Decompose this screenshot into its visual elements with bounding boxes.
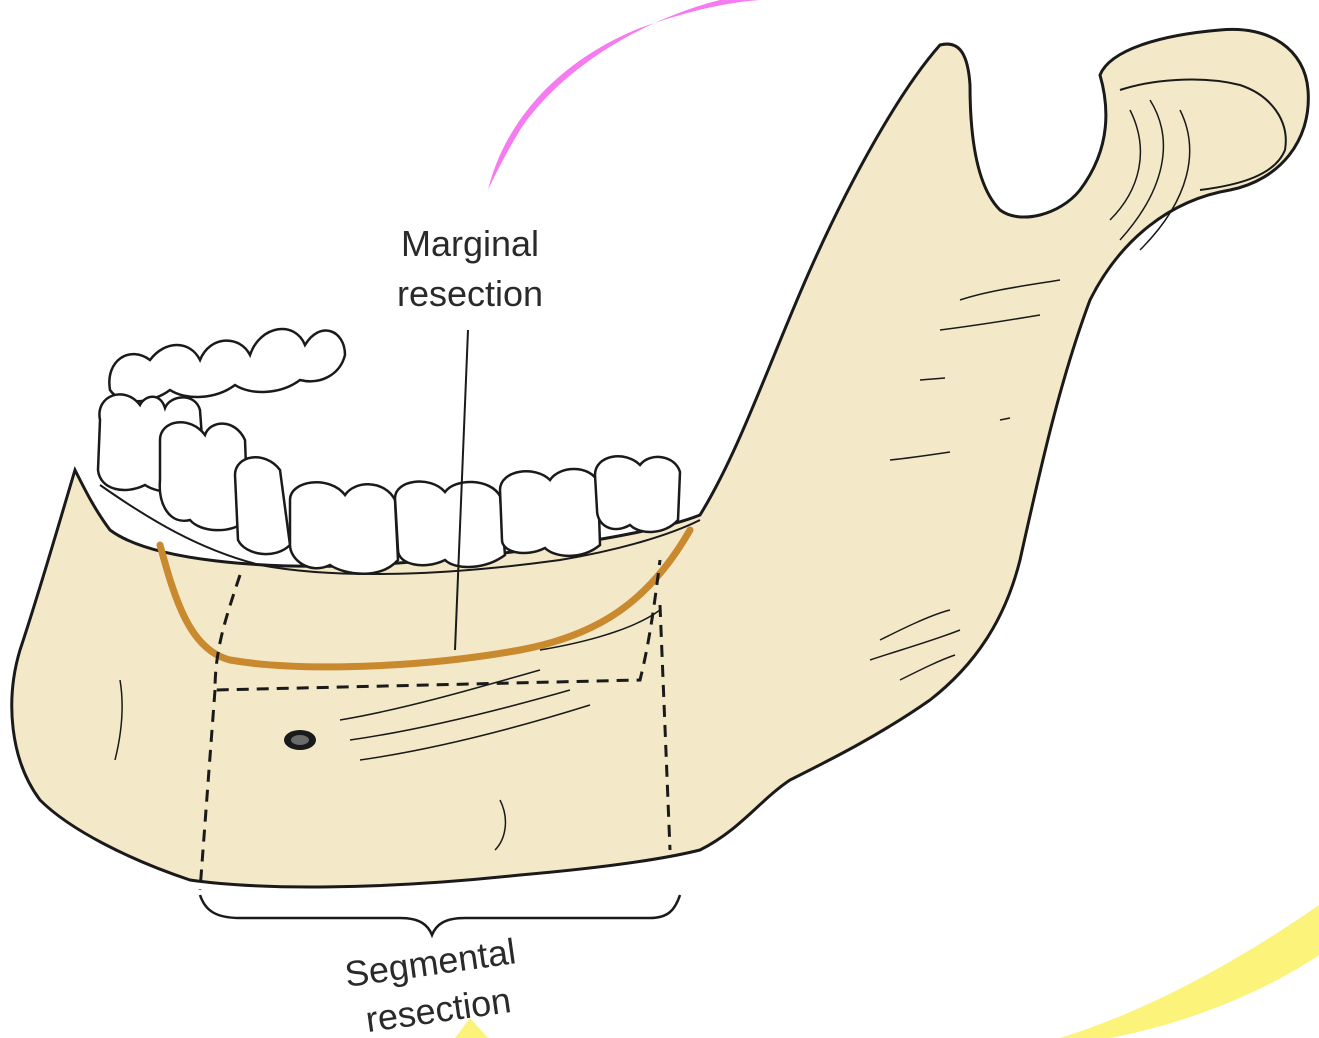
- mental-foramen-icon: [284, 730, 316, 750]
- marginal-label-line1: Marginal: [401, 223, 539, 264]
- segmental-bracket: [200, 895, 680, 935]
- magenta-arc: [488, 0, 760, 190]
- marginal-label-line2: resection: [397, 273, 543, 314]
- yellow-arc: [1060, 905, 1319, 1038]
